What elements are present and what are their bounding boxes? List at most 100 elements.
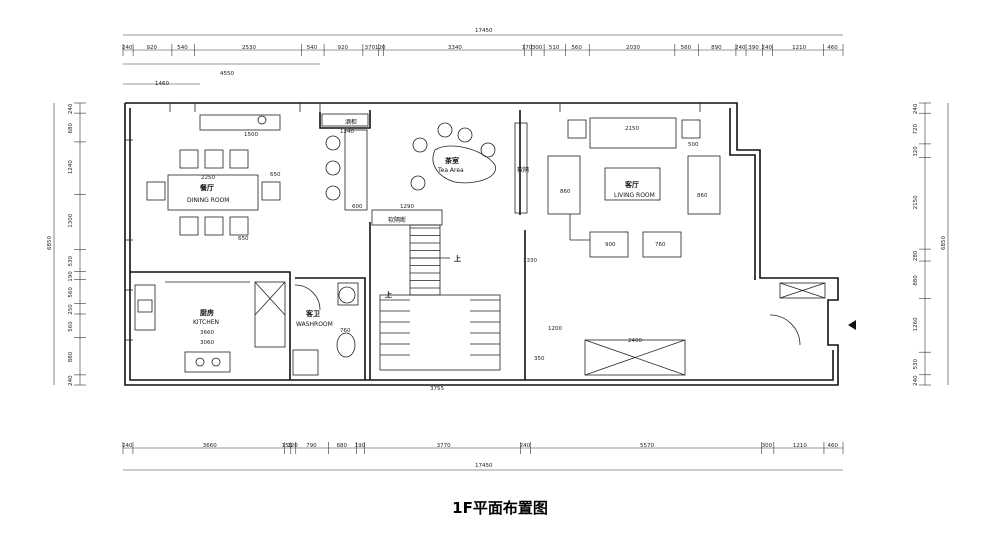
left-dim-10: 240 [68,375,74,386]
bottom-dim-11: 1210 [793,443,807,449]
top-dim-16: 240 [735,45,746,51]
staircase: 上 上 3755 1330 [379,224,537,392]
svg-text:1240: 1240 [340,129,354,135]
svg-text:600: 600 [352,204,363,210]
top-dim-15: 890 [711,45,722,51]
left-dim-1: 680 [68,123,74,134]
up-label-1: 上 [454,254,461,263]
left-dim-9: 880 [68,351,74,362]
sofa-left [547,155,581,215]
soft-partition-cabinet-label: 软隔断 [388,216,406,224]
svg-text:3060: 3060 [200,340,214,346]
entrance-area: 2400 350 1200 [534,282,856,376]
top-dim-20: 460 [827,45,838,51]
right-dim-6: 1260 [913,317,919,331]
overall-height-right: 6850 [941,236,947,250]
svg-text:1500: 1500 [244,132,258,138]
sofa-top [589,117,677,149]
dining-room: 餐厅 DINING ROOM 1500 2250 650 650 [146,114,281,242]
washroom-cn: 客卫 [305,309,320,318]
svg-text:650: 650 [238,236,249,242]
outer-walls [124,102,839,386]
bottom-dim-10: 300 [762,443,773,449]
top-dim-2: 540 [177,45,188,51]
right-dim-3: 2150 [913,195,919,209]
svg-text:2400: 2400 [628,338,642,344]
dim-1460: 1460 [155,81,169,87]
svg-text:500: 500 [688,142,699,148]
top-dim-17: 390 [748,45,759,51]
top-dim-4: 540 [307,45,318,51]
right-dim-5: 880 [913,275,919,286]
up-label-2: 上 [385,290,392,299]
sofa-right [687,155,721,215]
right-dim-0: 240 [913,103,919,114]
left-dim-6: 560 [68,287,74,298]
top-dim-7: 120 [375,45,386,51]
left-dim-4: 530 [68,255,74,266]
bottom-dim-2: 150 [282,443,293,449]
top-dim-8: 3340 [448,45,462,51]
dim-4550: 4550 [220,71,234,77]
bottom-dim-1: 3660 [203,443,217,449]
dining-room-en: DINING ROOM [187,197,229,204]
top-dim-1: 920 [147,45,158,51]
svg-text:1200: 1200 [548,326,562,332]
svg-text:350: 350 [534,356,545,362]
svg-text:1290: 1290 [400,204,414,210]
bottom-dim-9: 5570 [640,443,654,449]
dining-room-cn: 餐厅 [199,183,214,192]
interior-walls [130,110,528,380]
left-dim-5: 190 [68,271,74,282]
svg-text:860: 860 [697,193,708,199]
dining-table [167,174,259,211]
right-dim-7: 530 [913,358,919,369]
svg-text:3755: 3755 [430,386,444,392]
soft-partition-label: 软隔 [517,166,529,174]
washroom: 客卫 WASHROOM 760 [292,282,359,376]
washroom-en: WASHROOM [296,321,333,328]
top-dim-9: 170 [522,45,533,51]
overall-width-top: 17450 [475,28,493,34]
bottom-dim-12: 460 [827,443,838,449]
svg-text:900: 900 [605,242,616,248]
armchair-2 [642,231,682,258]
bottom-dim-0: 240 [122,443,133,449]
bottom-dim-6: 190 [355,443,366,449]
right-dim-1: 720 [913,124,919,135]
overall-width-bottom: 17450 [475,463,493,469]
living-room-en: LIVING ROOM [614,192,655,199]
top-dim-0: 240 [122,45,133,51]
top-dim-19: 1210 [792,45,806,51]
left-dim-8: 560 [68,321,74,332]
bottom-dim-5: 680 [337,443,348,449]
left-dim-7: 250 [68,304,74,315]
top-dim-3: 2530 [242,45,256,51]
top-dim-6: 370 [365,45,376,51]
top-dim-14: 560 [681,45,692,51]
armchair-1 [589,231,629,258]
entrance-arrow-icon [848,320,856,330]
left-dim-0: 240 [68,103,74,114]
bottom-dim-3: 120 [287,443,298,449]
left-dim-2: 1240 [68,160,74,174]
right-dim-8: 240 [913,375,919,386]
top-dim-10: 300 [532,45,543,51]
top-dim-13: 2030 [626,45,640,51]
bottom-dim-8: 240 [520,443,531,449]
right-dim-2: 320 [913,146,919,157]
svg-text:3660: 3660 [200,330,214,336]
tea-area: 茶室 Tea Area 软隔断 1290 软隔 [388,122,529,224]
kitchen: 厨房 KITCHEN 3660 3060 [134,281,286,373]
svg-text:650: 650 [270,172,281,178]
living-room-cn: 客厅 [624,180,639,189]
overall-height-left: 6850 [47,236,53,250]
top-dim-18: 240 [762,45,773,51]
tea-area-en: Tea Area [437,167,464,174]
svg-text:2250: 2250 [201,175,215,181]
wine-cabinet-area: 酒柜 1240 600 [321,113,369,211]
